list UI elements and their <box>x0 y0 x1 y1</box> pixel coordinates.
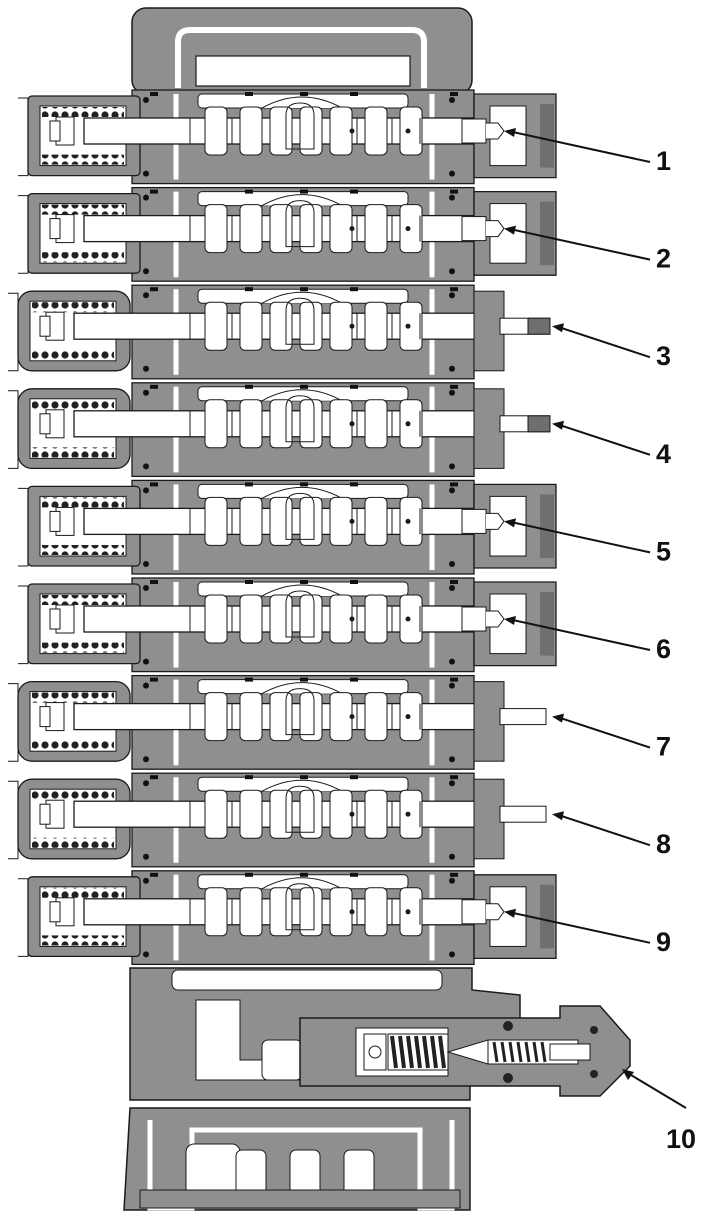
callout-10: 10 <box>622 1069 696 1154</box>
valve-section-1 <box>18 89 557 185</box>
callout-6-label: 6 <box>656 634 671 664</box>
valve-section-5 <box>18 479 557 575</box>
top-end-cover <box>131 7 473 95</box>
callout-4-label: 4 <box>656 439 671 469</box>
callout-2: 2 <box>504 225 671 274</box>
callout-7: 7 <box>552 713 671 762</box>
valve-sections <box>8 89 557 966</box>
valve-section-9 <box>18 870 557 966</box>
callout-8: 8 <box>552 811 671 859</box>
callout-2-label: 2 <box>656 244 671 274</box>
callout-4: 4 <box>552 420 671 469</box>
callout-7-label: 7 <box>656 732 671 762</box>
callout-1: 1 <box>504 128 671 176</box>
valve-section-3 <box>8 284 551 380</box>
valve-section-4 <box>8 382 551 478</box>
valve-section-7 <box>8 674 547 770</box>
callout-8-label: 8 <box>656 829 671 859</box>
callout-9: 9 <box>504 908 671 957</box>
callout-9-label: 9 <box>656 927 671 957</box>
callouts: 1 2 3 4 5 6 7 8 9 <box>504 128 671 957</box>
relief-spring-main <box>387 1033 449 1071</box>
bottom-end-cover <box>123 1107 471 1211</box>
callout-10-label: 10 <box>666 1124 696 1154</box>
callout-6: 6 <box>504 616 671 664</box>
valve-section-6 <box>18 577 557 673</box>
valve-section-8 <box>8 772 547 868</box>
relief-valve-cartridge <box>299 1005 631 1097</box>
callout-1-label: 1 <box>656 146 671 176</box>
valve-section-2 <box>18 186 557 282</box>
callout-3-label: 3 <box>656 341 671 371</box>
callout-3: 3 <box>552 323 671 371</box>
callout-5-label: 5 <box>656 536 671 566</box>
callout-5: 5 <box>504 518 671 566</box>
